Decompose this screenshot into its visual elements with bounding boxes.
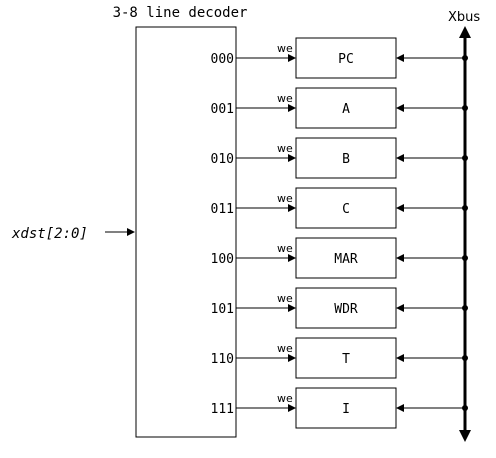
register-name: MAR <box>334 252 358 267</box>
register-box <box>295 87 397 129</box>
decoder-output-code: 100 <box>211 252 234 267</box>
register-box <box>295 187 397 229</box>
decoder-output-code: 110 <box>211 352 234 367</box>
register-name: C <box>342 202 350 217</box>
register-box <box>295 387 397 429</box>
bus-junction-dot <box>462 155 468 161</box>
decoder-output-code: 011 <box>211 202 234 217</box>
write-enable-label: we <box>277 292 293 305</box>
decoder-block <box>135 26 237 438</box>
bus-arrow-down <box>459 430 471 442</box>
write-enable-label: we <box>277 242 293 255</box>
register-name: T <box>342 352 350 367</box>
bus-junction-dot <box>462 255 468 261</box>
decoder-output-code: 001 <box>211 102 234 117</box>
write-enable-label: we <box>277 192 293 205</box>
register-box <box>295 37 397 79</box>
bus-junction-dot <box>462 305 468 311</box>
register-name: A <box>342 102 350 117</box>
write-enable-label: we <box>277 142 293 155</box>
bus-junction-dot <box>462 405 468 411</box>
write-enable-label: we <box>277 342 293 355</box>
register-name: B <box>342 152 350 167</box>
decoder-output-code: 111 <box>211 402 234 417</box>
bus-arrow-up <box>459 26 471 38</box>
bus-junction-dot <box>462 105 468 111</box>
write-enable-label: we <box>277 92 293 105</box>
decoder-title: 3-8 line decoder <box>113 5 248 21</box>
register-box <box>295 237 397 279</box>
bus-label: Xbus <box>448 10 480 25</box>
input-label: xdst[2:0] <box>11 226 88 242</box>
bus-junction-dot <box>462 55 468 61</box>
register-rows: 000wePC001weA010weB011weC100weMAR101weWD… <box>211 37 468 429</box>
write-enable-label: we <box>277 42 293 55</box>
bus-junction-dot <box>462 205 468 211</box>
register-box <box>295 337 397 379</box>
write-enable-label: we <box>277 392 293 405</box>
register-name: WDR <box>334 302 358 317</box>
register-box <box>295 287 397 329</box>
decoder-output-code: 101 <box>211 302 234 317</box>
register-box <box>295 137 397 179</box>
bus-junction-dot <box>462 355 468 361</box>
register-name: PC <box>338 52 354 67</box>
register-name: I <box>342 402 350 417</box>
decoder-output-code: 010 <box>211 152 234 167</box>
decoder-output-code: 000 <box>211 52 234 67</box>
